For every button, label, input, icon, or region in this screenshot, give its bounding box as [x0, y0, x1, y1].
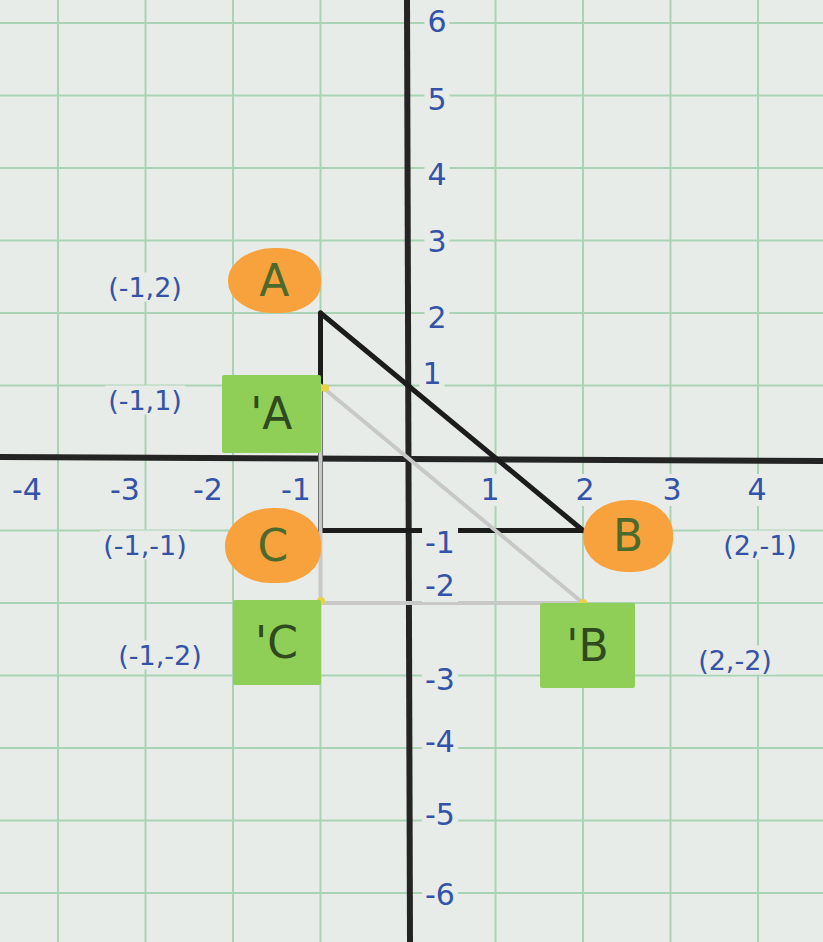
vertex-letter: 'B [566, 624, 608, 668]
vertex-letter: A [259, 259, 289, 303]
axis-number: 3 [659, 474, 684, 506]
vertex-letter: 'C [255, 621, 298, 665]
axis-number: 2 [424, 302, 449, 334]
axis-number: -5 [422, 799, 458, 831]
vertex-letter: 'A [250, 392, 292, 436]
axis-number: 3 [424, 226, 449, 258]
vertex-letter: B [613, 514, 643, 558]
axis-number: 1 [419, 358, 444, 390]
vertex-note: A [228, 248, 321, 313]
image-vertex-note: 'C [233, 600, 321, 685]
axis-number: 5 [424, 84, 449, 116]
axis-number: -3 [422, 664, 458, 696]
y-axis [407, 0, 410, 942]
axis-number: -3 [107, 474, 143, 506]
axis-number: 2 [572, 474, 597, 506]
axis-number: 6 [424, 6, 449, 38]
axis-number: -1 [422, 527, 458, 559]
axis-number: -4 [422, 726, 458, 758]
coordinate-label: (-1,1) [105, 386, 185, 415]
vertex-note: C [225, 508, 321, 583]
coordinate-label: (-1,2) [105, 273, 185, 302]
axis-number: 4 [424, 159, 449, 191]
vertex-letter: C [257, 524, 288, 568]
image-triangle-side [321, 386, 584, 604]
image-vertex-note: 'B [540, 603, 635, 688]
axis-number: -2 [190, 474, 226, 506]
coordinate-label: (2,-1) [720, 531, 800, 560]
coordinate-label: (-1,-1) [100, 531, 190, 560]
triangle-side [321, 313, 584, 531]
axis-number: -2 [422, 570, 458, 602]
coordinate-label: (2,-2) [695, 646, 775, 675]
vertex-pin [321, 384, 329, 392]
axis-number: 1 [477, 474, 502, 506]
axis-number: 4 [744, 474, 769, 506]
axis-number: -4 [9, 474, 45, 506]
coordinate-label: (-1,-2) [115, 641, 205, 670]
vertex-note: B [583, 500, 673, 572]
axis-number: -1 [278, 474, 314, 506]
image-vertex-note: 'A [222, 375, 321, 453]
axis-number: -6 [422, 879, 458, 911]
